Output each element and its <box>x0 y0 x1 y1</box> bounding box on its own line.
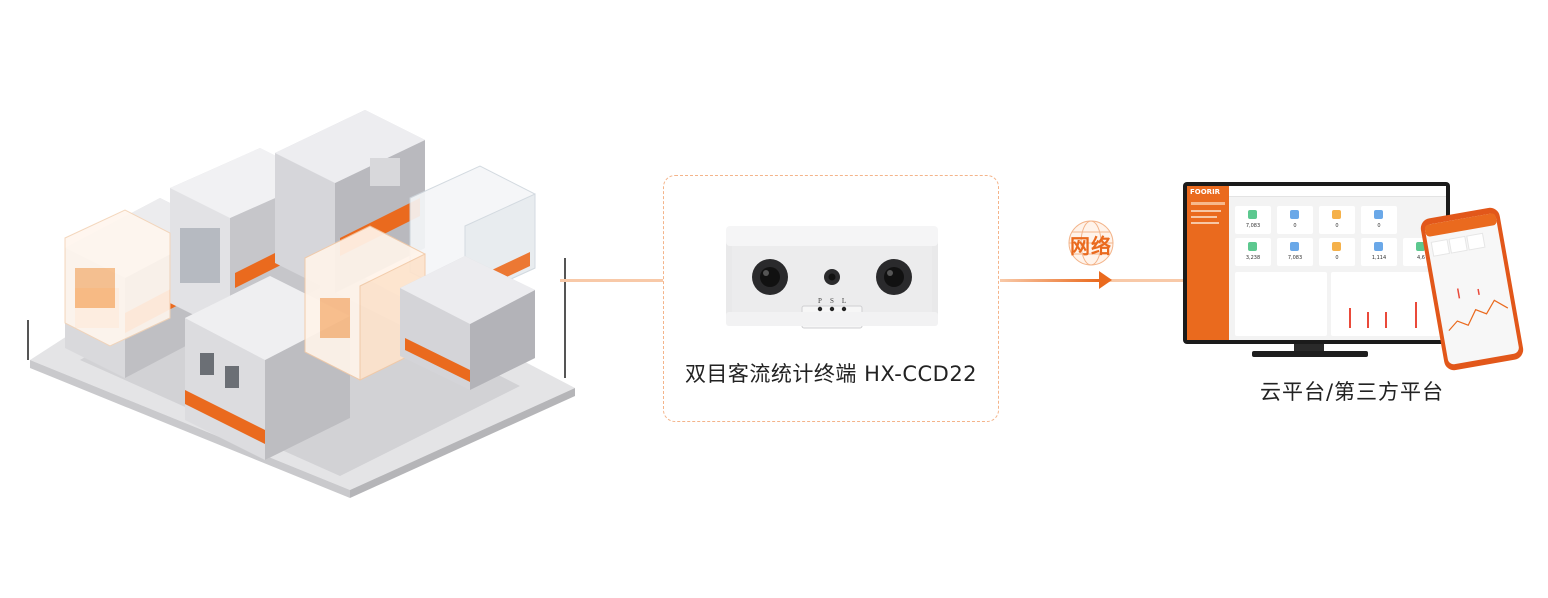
network-label: 网络 <box>1070 234 1112 258</box>
stat-tile: 7,083 <box>1277 238 1313 266</box>
stat-tile: 0 <box>1319 206 1355 234</box>
stat-tile: 0 <box>1319 238 1355 266</box>
stat-tile: 1,114 <box>1361 238 1397 266</box>
globe-icon <box>1068 220 1114 266</box>
monitor-stand <box>1294 344 1324 353</box>
smartphone <box>1420 207 1524 371</box>
dashboard-sidebar: FOORIR <box>1187 186 1229 340</box>
shopping-street-illustration <box>27 110 575 498</box>
platform-label: 云平台/第三方平台 <box>1259 380 1445 404</box>
stat-tile: 7,083 <box>1235 206 1271 234</box>
stat-value: 0 <box>1377 223 1381 229</box>
monitor-base <box>1252 351 1368 357</box>
stat-value: 0 <box>1335 255 1339 261</box>
device-label: 双目客流统计终端 HX-CCD22 <box>684 362 978 386</box>
indicator-label-p: P <box>818 297 822 305</box>
dashboard-topbar <box>1229 186 1446 197</box>
stat-value: 4,6 <box>1417 255 1425 261</box>
stat-value: 0 <box>1293 223 1297 229</box>
arrow-right-icon <box>1099 271 1112 289</box>
indicator-label-s: S <box>830 297 834 305</box>
stats-panel <box>1235 272 1327 336</box>
stat-value: 3,238 <box>1245 255 1261 261</box>
stat-tile: 0 <box>1277 206 1313 234</box>
connector-left <box>560 279 664 282</box>
bar-chart-panel <box>1331 272 1441 336</box>
stat-value: 0 <box>1335 223 1339 229</box>
indicator-label-l: L <box>842 297 846 305</box>
stat-value: 7,083 <box>1245 223 1261 229</box>
dashboard-screen: FOORIR 7,083 0 0 0 3,238 7,083 0 1,114 <box>1187 186 1446 340</box>
camera-device: P S L <box>726 226 938 329</box>
stat-value: 7,083 <box>1287 255 1303 261</box>
stat-tile: 0 <box>1361 206 1397 234</box>
connector-right-gradient <box>1000 279 1100 282</box>
stat-tile: 3,238 <box>1235 238 1271 266</box>
stat-value: 1,114 <box>1371 255 1387 261</box>
dashboard-logo: FOORIR <box>1190 188 1221 196</box>
